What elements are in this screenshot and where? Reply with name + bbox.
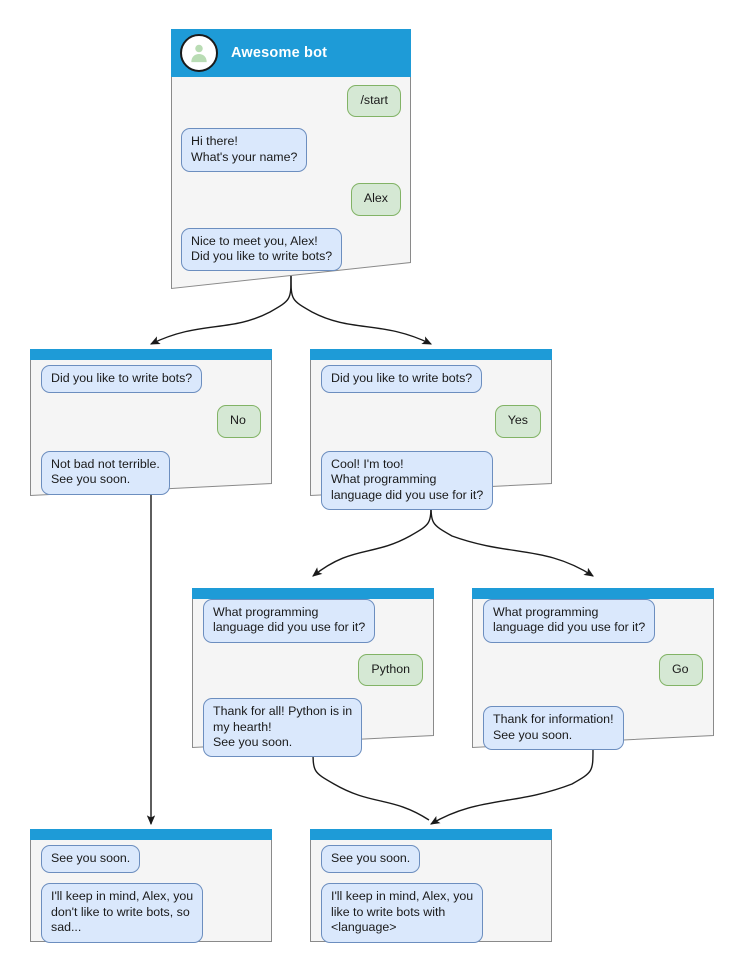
message-row: Go: [483, 653, 703, 687]
message-row: What programming language did you use fo…: [483, 599, 703, 643]
bot-message[interactable]: I'll keep in mind, Alex, you don't like …: [41, 883, 204, 943]
card-header: [310, 349, 552, 360]
message-row: /start: [181, 85, 401, 118]
message-row: Python: [203, 653, 423, 687]
bot-message[interactable]: What programming language did you use fo…: [203, 599, 376, 643]
card-header: Awesome bot: [171, 29, 411, 77]
card-header: [30, 349, 272, 360]
message-row: I'll keep in mind, Alex, you like to wri…: [321, 883, 541, 943]
card-header: [192, 588, 434, 599]
bot-message[interactable]: See you soon.: [321, 845, 421, 874]
message-row: Not bad not terrible. See you soon.: [41, 450, 261, 495]
user-message[interactable]: Yes: [494, 405, 541, 438]
message-row: Alex: [181, 183, 401, 216]
bot-message[interactable]: Did you like to write bots?: [321, 365, 483, 394]
bot-message[interactable]: Did you like to write bots?: [41, 365, 203, 394]
card-header: [310, 829, 552, 840]
user-message[interactable]: Alex: [350, 183, 401, 216]
bot-message[interactable]: See you soon.: [41, 845, 141, 874]
user-message[interactable]: No: [217, 405, 261, 438]
card-answer-yes[interactable]: Did you like to write bots? Yes Cool! I'…: [310, 349, 552, 511]
bot-message[interactable]: Cool! I'm too! What programming language…: [321, 450, 494, 511]
card-answer-no[interactable]: Did you like to write bots? No Not bad n…: [30, 349, 272, 497]
card-language-python[interactable]: What programming language did you use fo…: [192, 588, 434, 758]
bot-message[interactable]: Not bad not terrible. See you soon.: [41, 450, 170, 495]
message-row: See you soon.: [41, 845, 261, 874]
user-message[interactable]: Python: [358, 653, 423, 687]
card-header: [472, 588, 714, 599]
message-row: See you soon.: [321, 845, 541, 874]
person-avatar-icon: [180, 34, 218, 72]
message-row: Thank for all! Python is in my hearth! S…: [203, 698, 423, 758]
card-start[interactable]: Awesome bot /start Hi there! What's your…: [171, 29, 411, 290]
bot-message[interactable]: Nice to meet you, Alex! Did you like to …: [181, 227, 343, 272]
bot-message[interactable]: Hi there! What's your name?: [181, 128, 308, 173]
message-row: Did you like to write bots?: [321, 365, 541, 394]
message-row: Thank for information! See you soon.: [483, 706, 703, 751]
message-row: Cool! I'm too! What programming language…: [321, 450, 541, 511]
edge-go-to-end-happy: [430, 747, 594, 825]
message-row: Hi there! What's your name?: [181, 128, 401, 173]
bot-message[interactable]: Thank for all! Python is in my hearth! S…: [203, 698, 363, 758]
message-row: I'll keep in mind, Alex, you don't like …: [41, 883, 261, 943]
user-message[interactable]: Go: [659, 653, 703, 687]
card-header: [30, 829, 272, 840]
card-end-sad[interactable]: See you soon. I'll keep in mind, Alex, y…: [30, 829, 272, 943]
user-message[interactable]: /start: [347, 85, 401, 118]
card-language-go[interactable]: What programming language did you use fo…: [472, 588, 714, 751]
message-row: Nice to meet you, Alex! Did you like to …: [181, 227, 401, 272]
message-row: No: [41, 405, 261, 438]
bot-name: Awesome bot: [231, 45, 328, 61]
card-end-happy[interactable]: See you soon. I'll keep in mind, Alex, y…: [310, 829, 552, 943]
bot-message[interactable]: I'll keep in mind, Alex, you like to wri…: [321, 883, 484, 943]
message-row: Did you like to write bots?: [41, 365, 261, 394]
message-row: Yes: [321, 405, 541, 438]
bot-message[interactable]: Thank for information! See you soon.: [483, 706, 624, 751]
bot-message[interactable]: What programming language did you use fo…: [483, 599, 656, 643]
message-row: What programming language did you use fo…: [203, 599, 423, 643]
